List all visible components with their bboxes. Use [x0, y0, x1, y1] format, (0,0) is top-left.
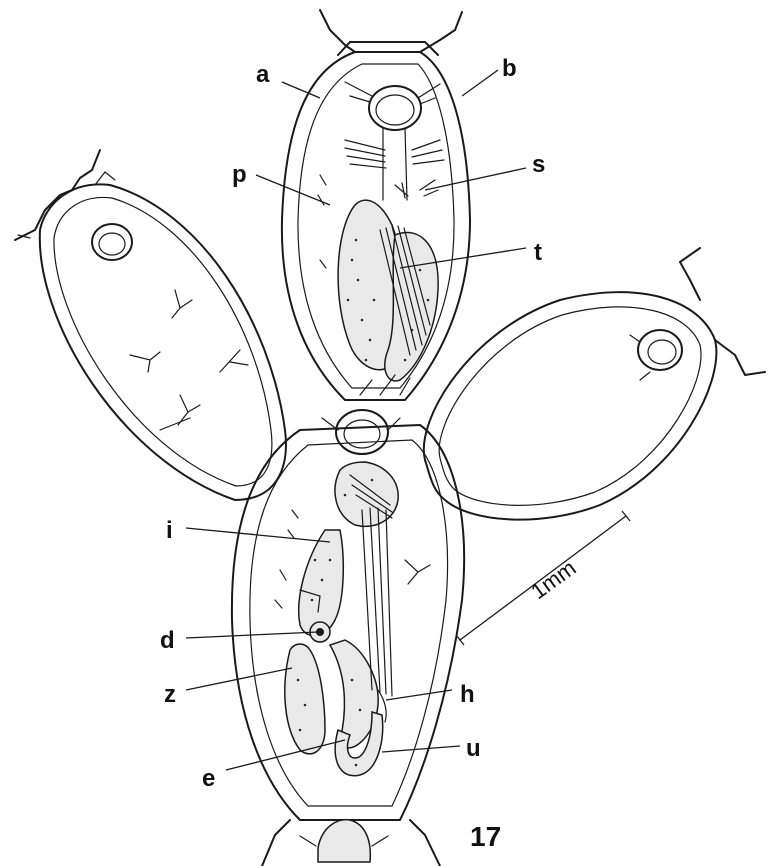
figure-number: 17 — [470, 821, 501, 852]
label-i: i — [166, 517, 173, 544]
label-a: a — [256, 61, 270, 88]
label-p: p — [232, 161, 247, 188]
scale-bar-label: 1mm — [526, 555, 580, 604]
label-u: u — [466, 735, 481, 762]
label-e: e — [202, 765, 215, 792]
label-s: s — [532, 151, 545, 178]
lower-zooid — [232, 410, 464, 866]
label-z: z — [164, 681, 176, 708]
label-t: t — [534, 239, 542, 266]
top-stolon — [320, 10, 462, 55]
left-zooid — [15, 150, 286, 500]
label-d: d — [160, 627, 175, 654]
upper-zooid — [282, 52, 470, 400]
label-b: b — [502, 55, 517, 82]
right-zooid — [424, 248, 765, 520]
scale-bar: 1mm — [456, 511, 630, 645]
label-h: h — [460, 681, 475, 708]
